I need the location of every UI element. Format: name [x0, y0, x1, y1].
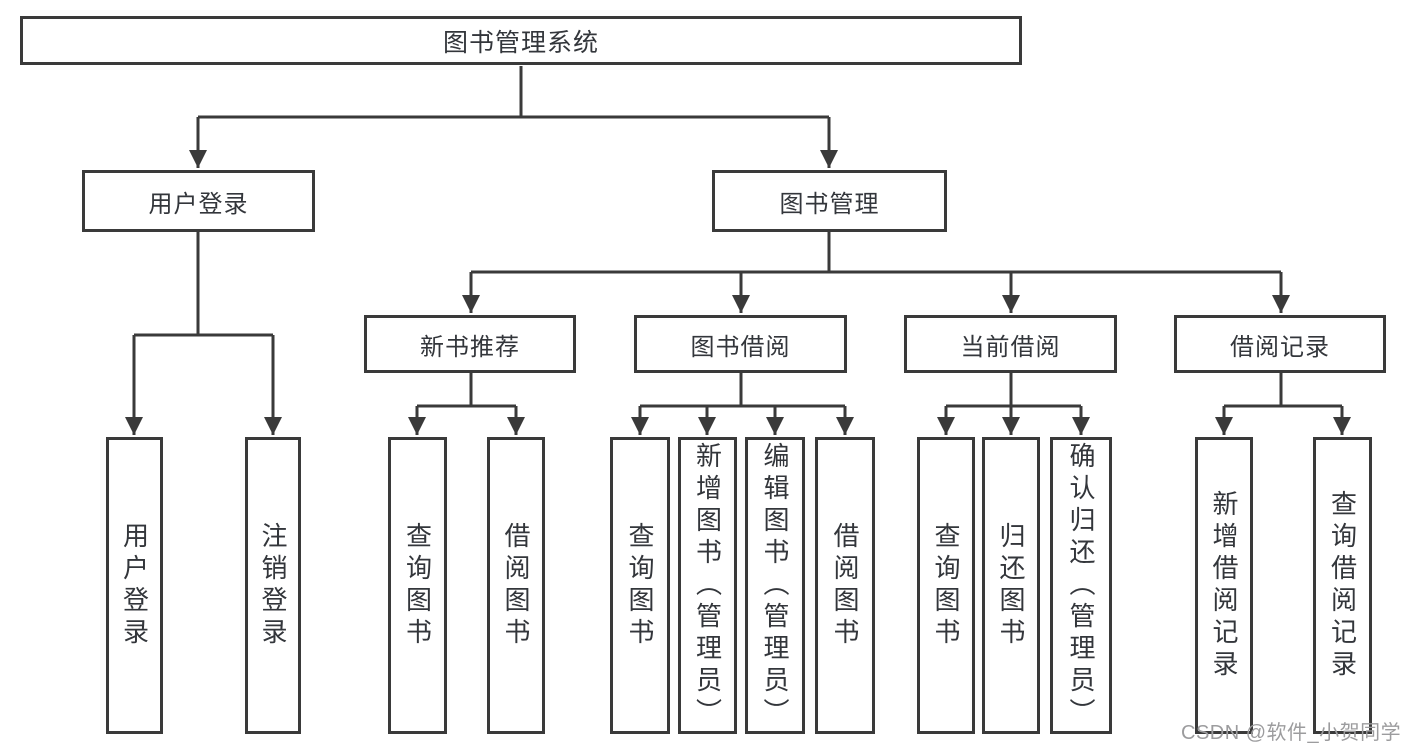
node-user-login-label: 用户登录: [148, 190, 249, 218]
leaf-logout-label: 注销登录: [258, 521, 288, 650]
leaf-current-confirm-return-admin: 确认归还（管理员）: [1050, 437, 1112, 734]
leaf-borrow-edit-books-admin-label: 编辑图书（管理员）: [760, 441, 790, 730]
node-new-book-recommend: 新书推荐: [364, 315, 576, 373]
node-new-book-recommend-label: 新书推荐: [420, 333, 520, 361]
leaf-recommend-borrow-books-label: 借阅图书: [501, 521, 531, 650]
node-user-login: 用户登录: [82, 170, 315, 232]
node-book-management-label: 图书管理: [779, 190, 880, 218]
leaf-borrow-add-books-admin-label: 新增图书（管理员）: [692, 441, 723, 730]
leaf-recommend-query-books: 查询图书: [388, 437, 447, 734]
leaf-logout: 注销登录: [245, 437, 301, 734]
leaf-current-query-books: 查询图书: [917, 437, 975, 734]
leaf-current-return-books: 归还图书: [982, 437, 1040, 734]
node-book-management: 图书管理: [712, 170, 947, 232]
node-borrow-record: 借阅记录: [1174, 315, 1386, 373]
leaf-record-query-borrow-record-label: 查询借阅记录: [1327, 489, 1358, 682]
leaf-recommend-borrow-books: 借阅图书: [487, 437, 545, 734]
node-book-borrow-label: 图书借阅: [690, 333, 791, 361]
leaf-borrow-borrow-books-label: 借阅图书: [830, 521, 860, 650]
csdn-watermark: CSDN @软件_小贺同学: [1181, 722, 1402, 744]
leaf-borrow-query-books-label: 查询图书: [625, 521, 655, 650]
leaf-current-return-books-label: 归还图书: [996, 521, 1026, 650]
node-root: 图书管理系统: [20, 16, 1022, 65]
leaf-current-query-books-label: 查询图书: [931, 521, 961, 650]
leaf-record-add-borrow-record: 新增借阅记录: [1195, 437, 1253, 734]
node-borrow-record-label: 借阅记录: [1230, 333, 1330, 361]
leaf-borrow-query-books: 查询图书: [610, 437, 670, 734]
node-current-borrow: 当前借阅: [904, 315, 1117, 373]
leaf-borrow-edit-books-admin: 编辑图书（管理员）: [745, 437, 805, 734]
leaf-current-confirm-return-admin-label: 确认归还（管理员）: [1066, 441, 1096, 730]
leaf-recommend-query-books-label: 查询图书: [402, 521, 433, 650]
leaf-record-query-borrow-record: 查询借阅记录: [1313, 437, 1372, 734]
leaf-record-add-borrow-record-label: 新增借阅记录: [1209, 489, 1239, 682]
leaf-borrow-add-books-admin: 新增图书（管理员）: [678, 437, 737, 734]
node-root-label: 图书管理系统: [442, 28, 599, 57]
node-current-borrow-label: 当前借阅: [960, 333, 1061, 361]
node-book-borrow: 图书借阅: [634, 315, 847, 373]
leaf-borrow-borrow-books: 借阅图书: [815, 437, 875, 734]
leaf-user-login: 用户登录: [106, 437, 163, 734]
leaf-user-login-label: 用户登录: [119, 521, 150, 650]
